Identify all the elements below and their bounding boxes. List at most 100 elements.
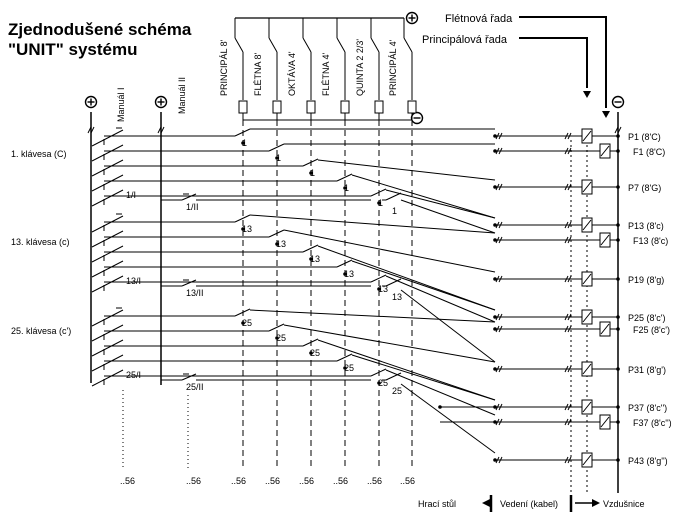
wire-break-mark xyxy=(495,132,500,140)
wire-break-mark xyxy=(567,275,572,283)
pipe-label: F25 (8'c') xyxy=(633,325,670,335)
wire-break-mark xyxy=(498,147,503,155)
junction-dot xyxy=(616,277,620,281)
pipe-valve-mark xyxy=(600,145,610,157)
junction-dot xyxy=(493,405,497,409)
junction-dot xyxy=(493,134,497,138)
pipe-label: P7 (8'G) xyxy=(628,183,661,193)
pipe-valve-mark xyxy=(582,181,592,193)
wire-break-mark xyxy=(90,126,95,134)
pipe-valve-mark xyxy=(600,234,610,246)
stop-bottom-label: ..56 xyxy=(333,476,348,486)
manual-1-key-contact xyxy=(91,159,124,177)
stop-label: PRINCIPÁL 4' xyxy=(388,39,398,96)
stop-contact-label: 13 xyxy=(344,269,354,279)
pipe-valve-mark xyxy=(582,130,592,142)
wire-break-mark xyxy=(567,313,572,321)
manual-1-key-contact xyxy=(91,309,124,327)
manual-2-key-contact xyxy=(181,193,197,201)
stop-contact-dot xyxy=(241,141,245,145)
wire-break-mark xyxy=(567,325,572,333)
wire-break-mark xyxy=(564,418,569,426)
pipe-label: F1 (8'C) xyxy=(633,147,665,157)
wire-break-mark xyxy=(498,418,503,426)
stop-contact-switch xyxy=(302,244,319,253)
wire-break-mark xyxy=(498,313,503,321)
stop-bottom-label: ..56 xyxy=(400,476,415,486)
manual-1-bottom-label: ..56 xyxy=(120,476,135,486)
manual-2-contact-label: 25/II xyxy=(186,382,204,392)
pipe-label: P13 (8'c) xyxy=(628,221,664,231)
wire-break-mark xyxy=(498,132,503,140)
wire-break-mark xyxy=(564,132,569,140)
manual-1-key-contact xyxy=(91,245,124,263)
section-label-cable: Vedení (kabel) xyxy=(500,499,558,509)
manual-1-key-contact xyxy=(91,215,124,233)
wire-break-mark xyxy=(498,365,503,373)
stop-switch xyxy=(370,37,380,53)
stop-feed-line xyxy=(317,245,496,311)
wire-break-mark xyxy=(495,403,500,411)
wire-break-mark xyxy=(498,183,503,191)
manual-1-key-contact xyxy=(91,339,124,357)
pipe-label: F13 (8'c) xyxy=(633,236,668,246)
manual-2-contact-label: 1/II xyxy=(186,202,199,212)
wire-break-mark xyxy=(567,221,572,229)
stop-contact-dot xyxy=(309,351,313,355)
key-label: 13. klávesa (c) xyxy=(11,237,70,247)
stop-contact-label: 25 xyxy=(392,386,402,396)
wire-break-mark xyxy=(495,183,500,191)
manual-2-label: Manuál II xyxy=(177,77,187,114)
wire-break-mark xyxy=(160,126,165,134)
wire-break-mark xyxy=(564,183,569,191)
stop-relay xyxy=(407,100,417,114)
stop-contact-dot xyxy=(241,227,245,231)
wire-break-mark xyxy=(564,325,569,333)
stop-feed-line xyxy=(400,289,496,363)
section-label-airchest: Vzdušnice xyxy=(603,499,645,509)
stop-switch xyxy=(234,37,244,53)
right-arrow xyxy=(592,499,600,507)
stop-bottom-label: ..56 xyxy=(299,476,314,486)
stop-contact-label: 25 xyxy=(310,348,320,358)
junction-dot xyxy=(493,277,497,281)
wire-break-mark xyxy=(617,126,622,134)
stop-contact-switch xyxy=(385,372,402,381)
wire-break-mark xyxy=(567,132,572,140)
wire-break-mark xyxy=(567,418,572,426)
stop-contact-switch xyxy=(302,158,319,167)
wire-break-mark xyxy=(564,221,569,229)
wire-break-mark xyxy=(87,126,92,134)
wire-break-mark xyxy=(495,147,500,155)
stop-contact-switch xyxy=(302,338,319,347)
stop-contact-label: 1 xyxy=(392,206,397,216)
stop-switch xyxy=(403,37,413,53)
stop-contact-label: 25 xyxy=(242,318,252,328)
stop-feed-line xyxy=(351,260,496,311)
wire-break-mark xyxy=(495,456,500,464)
wire-break-mark xyxy=(564,275,569,283)
stop-contact-dot xyxy=(343,186,347,190)
manual-1-key-contact xyxy=(91,230,124,248)
junction-dot xyxy=(616,134,620,138)
wire-break-mark xyxy=(564,403,569,411)
stop-feed-line xyxy=(283,229,496,273)
stop-feed-line xyxy=(385,275,496,323)
junction-dot xyxy=(616,405,620,409)
pipe-label: P43 (8'g'') xyxy=(628,456,668,466)
wire-break-mark xyxy=(567,403,572,411)
wire-break-mark xyxy=(567,183,572,191)
wire-break-mark xyxy=(564,147,569,155)
manual-1-key-contact xyxy=(91,174,124,192)
stop-contact-switch xyxy=(268,323,285,332)
stop-contact-dot xyxy=(377,381,381,385)
stop-contact-label: 13 xyxy=(378,284,388,294)
section-label-console: Hrací stůl xyxy=(418,499,456,509)
stop-contact-dot xyxy=(275,156,279,160)
pipe-valve-mark xyxy=(600,416,610,428)
stop-feed-line xyxy=(385,189,496,219)
stop-contact-switch xyxy=(268,143,285,152)
pipe-valve-mark xyxy=(582,401,592,413)
stop-contact-dot xyxy=(343,272,347,276)
pipe-label: P31 (8'g') xyxy=(628,365,666,375)
